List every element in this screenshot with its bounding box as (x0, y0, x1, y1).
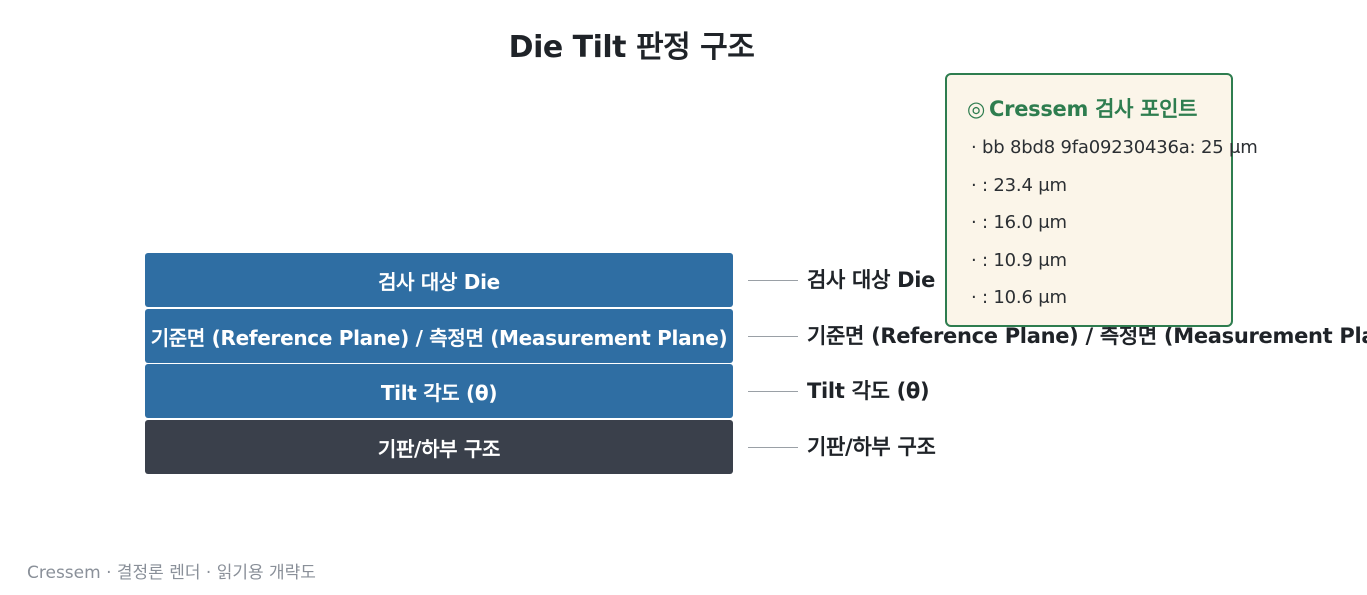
layer-tilt-angle: Tilt 각도 (θ) (145, 364, 733, 418)
layer-reference-measurement-plane: 기준면 (Reference Plane) / 측정면 (Measurement… (145, 309, 733, 363)
bullseye-icon: ◎ (967, 97, 986, 121)
footer-caption: Cressem · 결정론 렌더 · 읽기용 개략도 (27, 563, 316, 583)
callout-item: · bb 8bd8 9fa09230436a: 25 μm (971, 137, 1258, 158)
side-label-substrate: 기판/하부 구조 (807, 435, 936, 459)
callout-item: · : 23.4 μm (971, 174, 1067, 196)
callout-item: · : 16.0 μm (971, 212, 1067, 233)
diagram-title: Die Tilt 판정 구조 (508, 30, 755, 65)
callout-title: ◎Cressem 검사 포인트 (967, 93, 1231, 123)
side-label-inspection-die: 검사 대상 Die (807, 268, 936, 292)
callout-title-text: Cressem 검사 포인트 (989, 97, 1198, 121)
connector-line-tilt-angle (748, 391, 798, 392)
connector-line-inspection-die (748, 280, 798, 281)
layer-inspection-die: 검사 대상 Die (145, 253, 733, 307)
connector-line-substrate (748, 447, 798, 448)
layer-substrate: 기판/하부 구조 (145, 420, 733, 474)
side-label-reference-plane: 기준면 (Reference Plane) / 측정면 (Measurement… (807, 324, 1367, 348)
side-label-tilt-angle: Tilt 각도 (θ) (807, 379, 930, 403)
callout-item: · : 10.6 μm (971, 287, 1067, 308)
callout-item: · : 10.9 μm (971, 249, 1067, 271)
connector-line-reference-plane (748, 336, 798, 337)
inspection-points-callout: ◎Cressem 검사 포인트 · bb 8bd8 9fa09230436a: … (945, 73, 1258, 327)
